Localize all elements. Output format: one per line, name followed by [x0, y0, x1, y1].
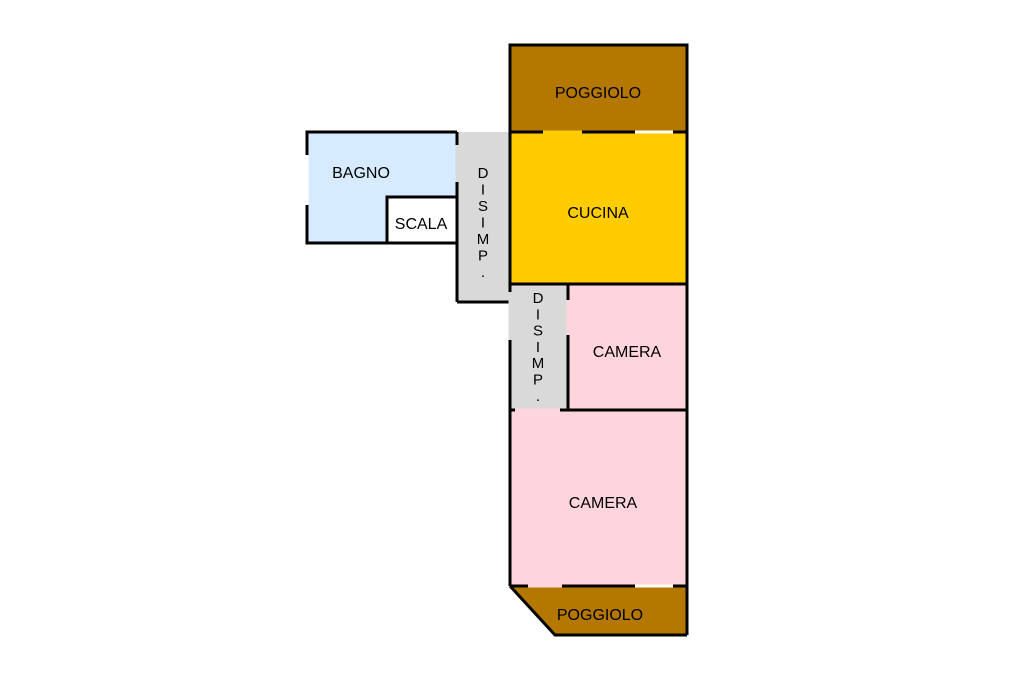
- camera-small-label: CAMERA: [593, 344, 662, 361]
- poggiolo-top-label: POGGIOLO: [555, 85, 641, 102]
- bagno-label: BAGNO: [332, 165, 390, 182]
- poggiolo-bottom-label: POGGIOLO: [557, 607, 643, 624]
- cucina-area: [510, 132, 687, 284]
- disimpegno-upper-area: [457, 132, 510, 302]
- poggiolo-top-area: [510, 45, 687, 132]
- camera-large-label: CAMERA: [569, 495, 638, 512]
- scala-area: [387, 197, 457, 243]
- walls: [305, 43, 689, 637]
- scala-label: SCALA: [395, 216, 448, 233]
- disimpegno-lower-area: [510, 284, 568, 410]
- cucina-label: CUCINA: [567, 205, 629, 222]
- openings: [305, 130, 673, 588]
- camera-large-area: [510, 410, 687, 586]
- camera-small-area: [568, 284, 687, 410]
- poggiolo-bottom-area: [510, 586, 687, 635]
